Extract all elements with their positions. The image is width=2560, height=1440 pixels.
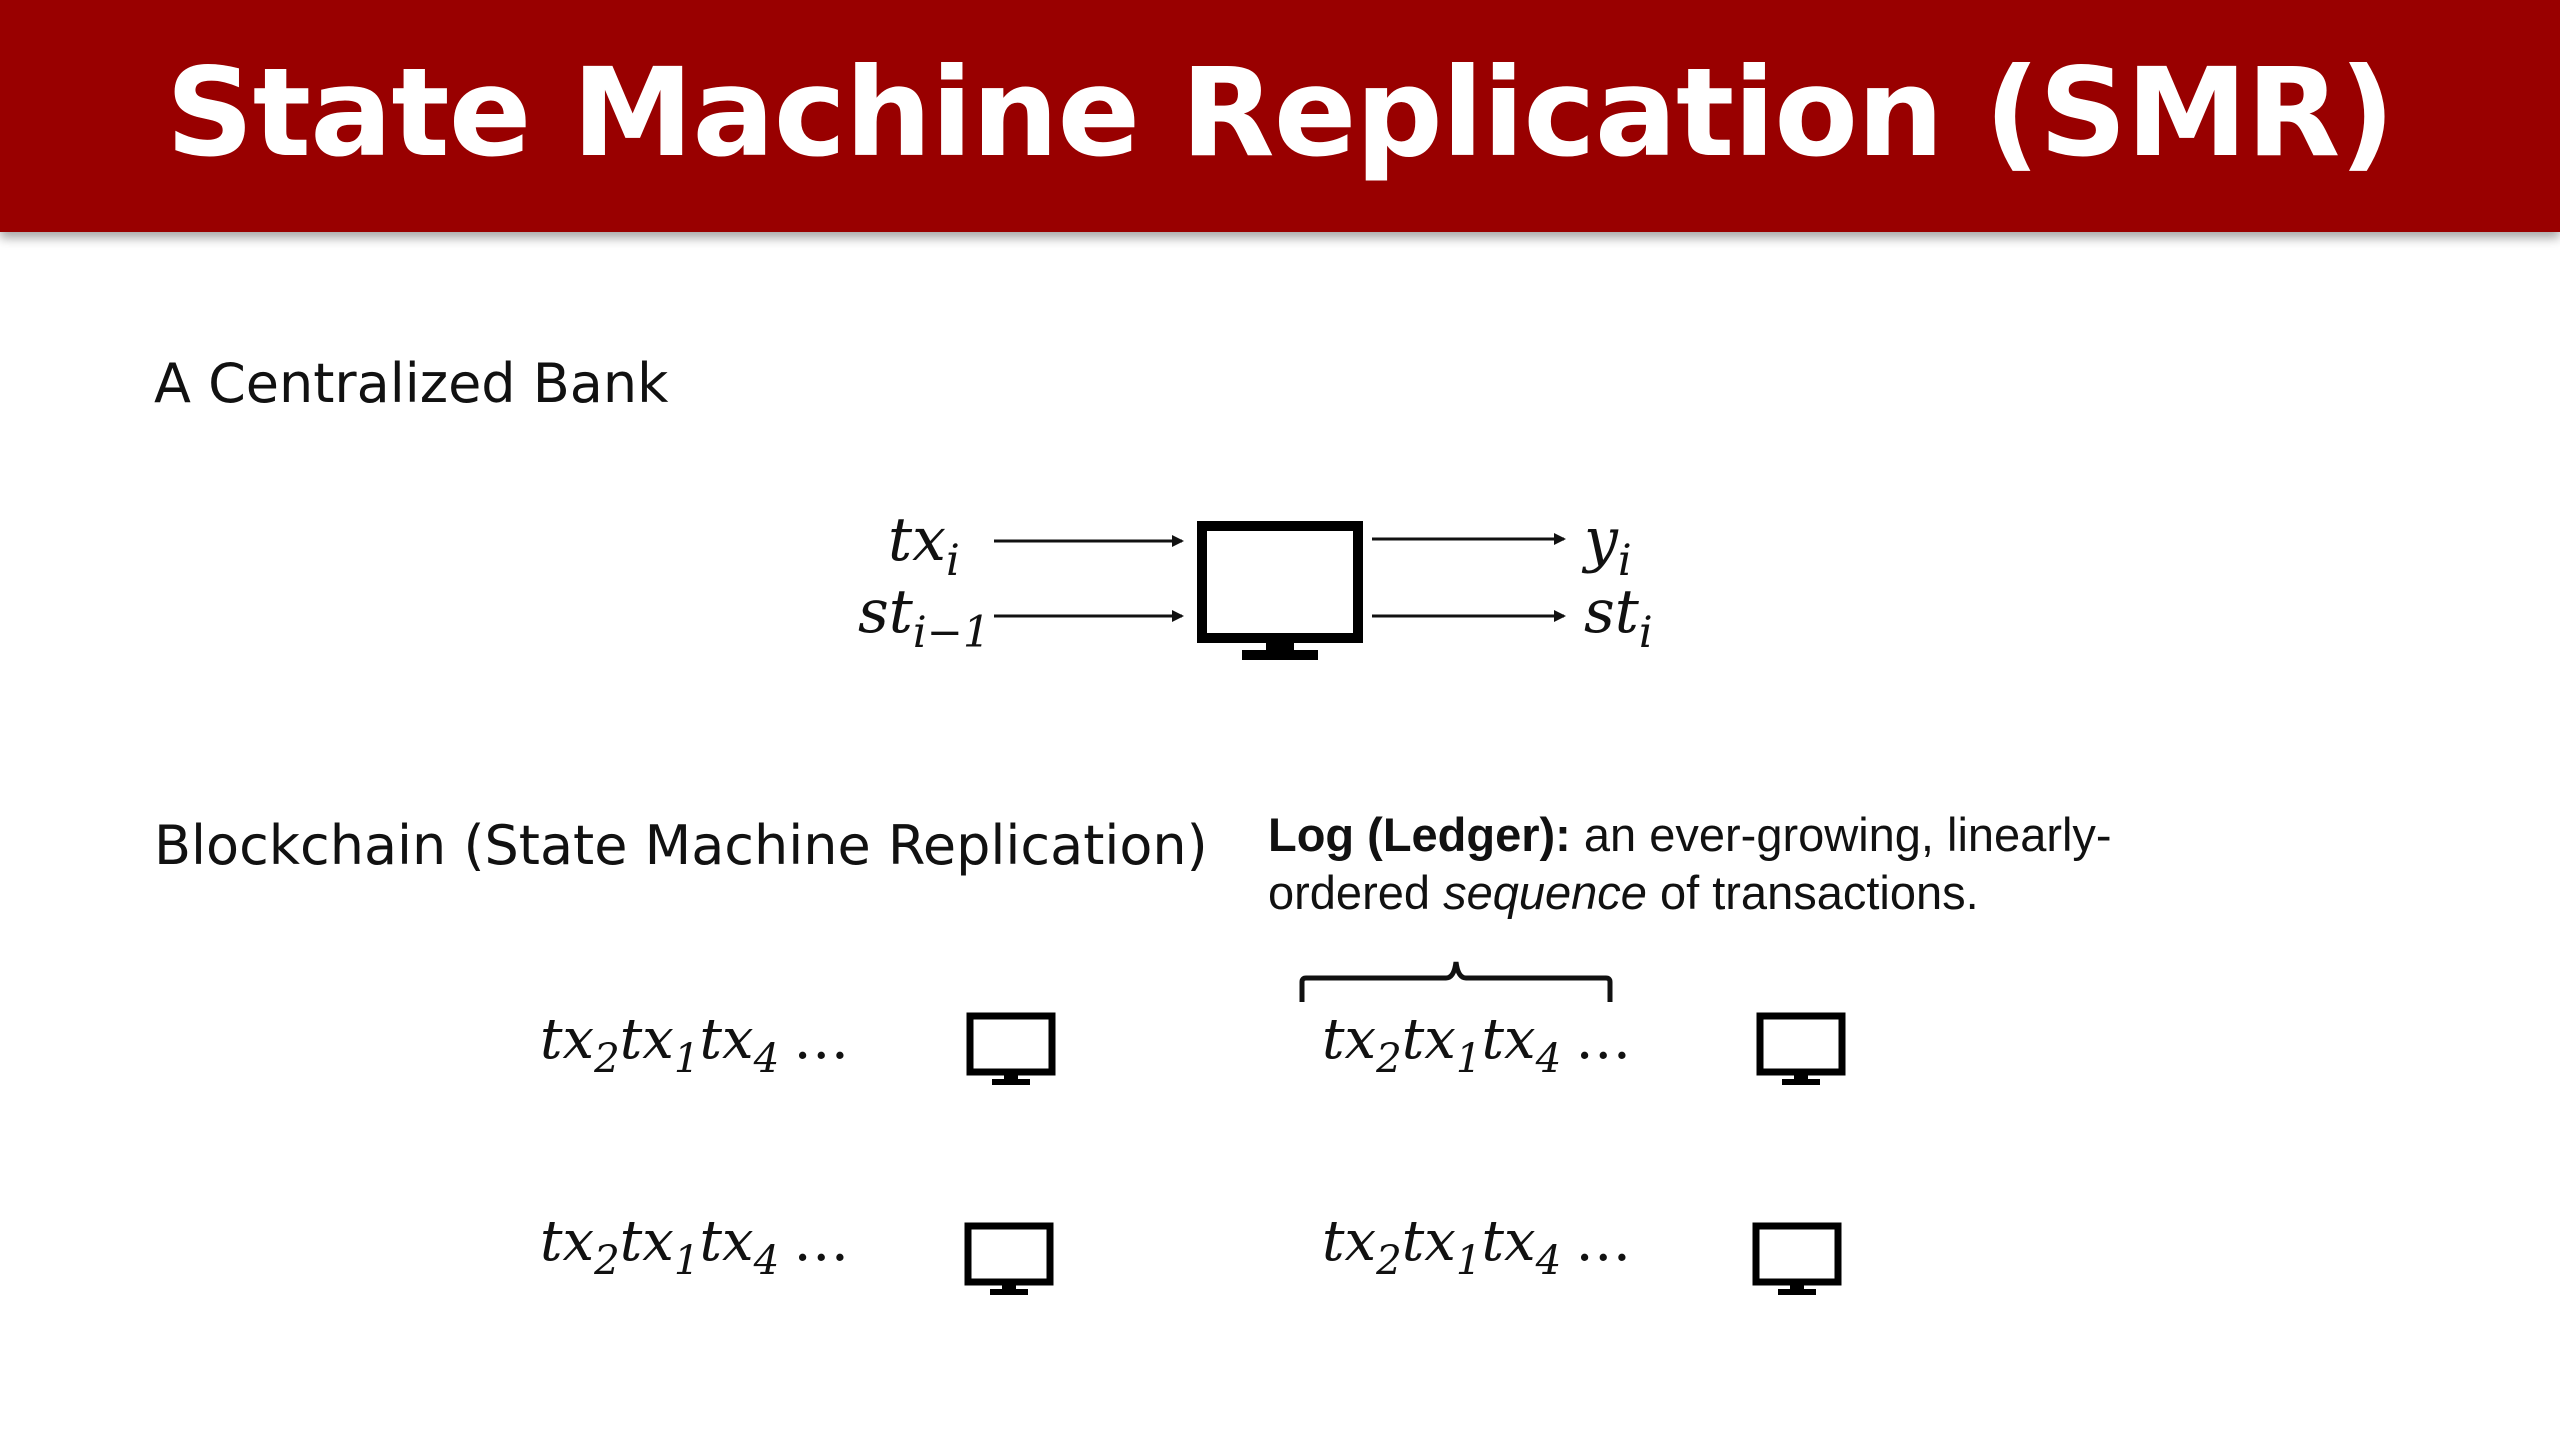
replica-log: tx2tx1tx4… xyxy=(1322,1209,1632,1285)
blockchain-label: Blockchain (State Machine Replication) xyxy=(154,814,1208,877)
output-y-i: yi xyxy=(1584,505,1632,587)
monitor-icon xyxy=(964,1222,1054,1295)
monitor-icon xyxy=(1752,1222,1842,1295)
title-bar: State Machine Replication (SMR) xyxy=(0,0,2560,232)
ledger-definition: Log (Ledger): an ever-growing, linearly-… xyxy=(1268,808,2112,919)
slide-title: State Machine Replication (SMR) xyxy=(165,42,2395,184)
centralized-bank-label: A Centralized Bank xyxy=(154,352,669,415)
monitor-icon xyxy=(966,1012,1056,1085)
output-st-i: sti xyxy=(1584,577,1653,659)
replica-log: tx2tx1tx4… xyxy=(540,1007,850,1083)
input-st-prev: sti−1 xyxy=(858,577,991,659)
monitor-icon xyxy=(1756,1012,1846,1085)
ledger-brace xyxy=(1299,961,1613,1002)
replica-log: tx2tx1tx4… xyxy=(540,1209,850,1285)
replica-log: tx2tx1tx4… xyxy=(1322,1007,1632,1083)
ledger-term: Log (Ledger): xyxy=(1268,808,1571,861)
monitor-icon xyxy=(1197,521,1363,660)
input-tx-i: txi xyxy=(888,505,960,587)
